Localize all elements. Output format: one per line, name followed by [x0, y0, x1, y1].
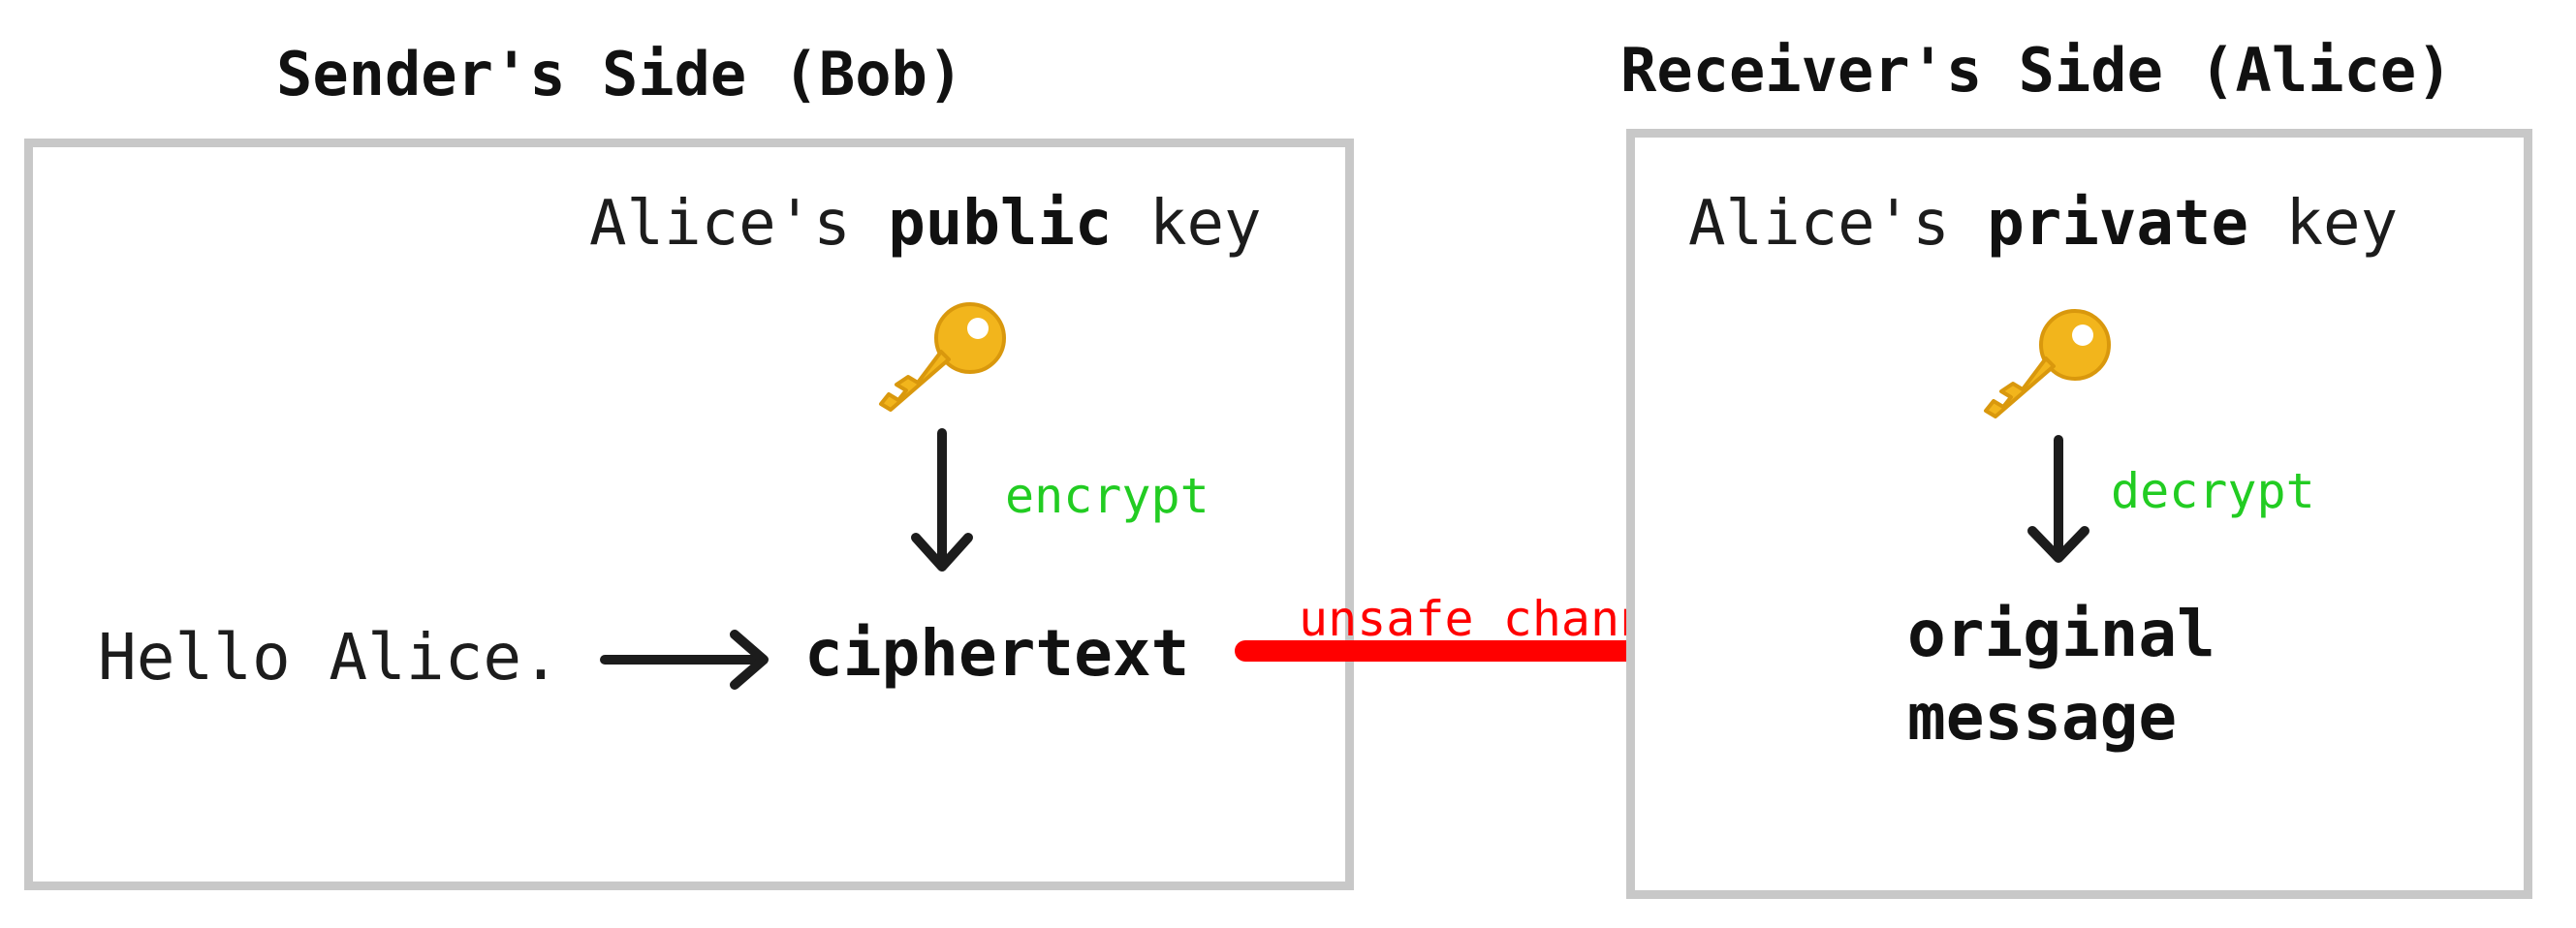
decrypt-arrow: [2027, 435, 2089, 563]
encrypt-label: encrypt: [1005, 468, 1209, 524]
receiver-title: Receiver's Side (Alice): [1620, 35, 2453, 106]
receiver-key-kind: private: [1987, 188, 2248, 260]
ciphertext-label: ciphertext: [804, 616, 1190, 691]
sender-title: Sender's Side (Bob): [276, 39, 964, 109]
encrypt-arrow: [911, 428, 973, 572]
sender-key-owner: Alice's: [589, 188, 851, 260]
plaintext-to-ciphertext-arrow: [600, 630, 769, 690]
key-icon: [1984, 309, 2111, 418]
key-icon: [879, 302, 1006, 412]
plaintext-message: Hello Alice.: [98, 620, 560, 695]
decrypt-label: decrypt: [2111, 463, 2315, 519]
receiver-key-owner: Alice's: [1688, 188, 1950, 260]
original-message-label: original message: [1907, 593, 2215, 759]
receiver-panel: [1626, 129, 2532, 899]
sender-panel: [24, 139, 1354, 890]
original-message-line2: message: [1907, 680, 2178, 755]
sender-key-kind: public: [888, 188, 1113, 260]
sender-key-label: Alice's public key: [589, 188, 1262, 260]
original-message-line1: original: [1907, 597, 2215, 671]
receiver-key-suffix: key: [2285, 188, 2399, 260]
sender-key-suffix: key: [1148, 188, 1262, 260]
receiver-key-label: Alice's private key: [1688, 188, 2398, 260]
